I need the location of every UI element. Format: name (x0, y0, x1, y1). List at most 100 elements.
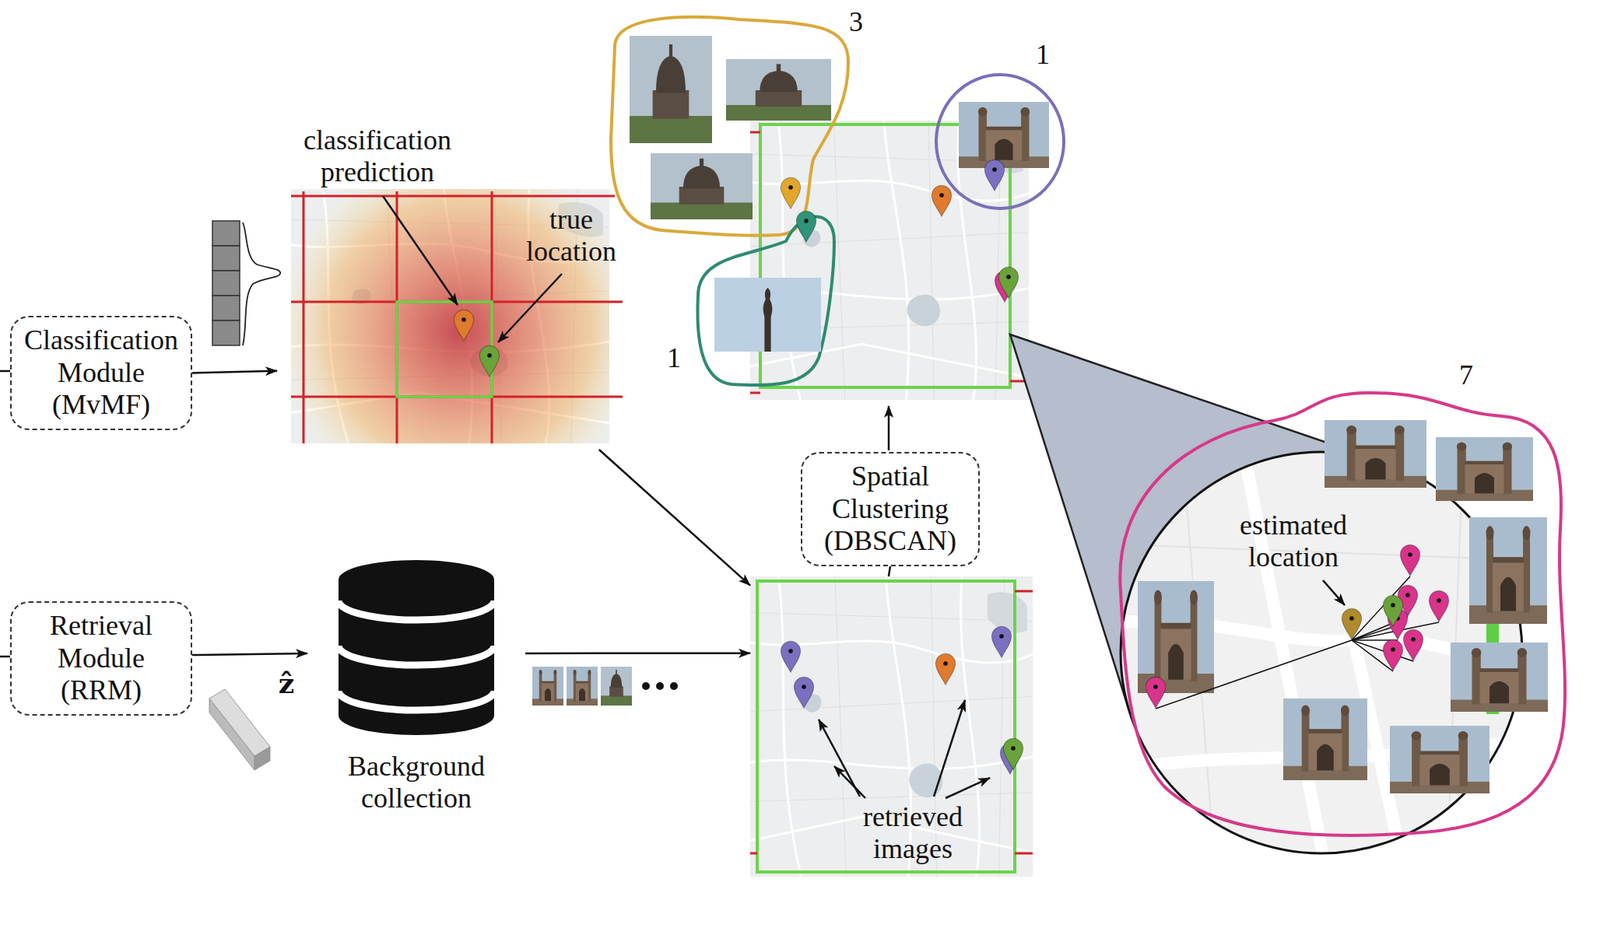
node-label: true location (508, 203, 634, 269)
cluster-thumbnails (714, 277, 822, 352)
histogram-icon (212, 221, 281, 346)
node-label: estimated location (1207, 509, 1379, 575)
retrieved-thumbnails (656, 682, 664, 691)
pink-thumbnails (1389, 726, 1490, 794)
retrieved-map (933, 700, 965, 797)
node-label: retrieved images (827, 801, 999, 867)
database-icon (338, 560, 495, 736)
retrieved-map (991, 626, 1011, 658)
pink-thumbnails (1469, 517, 1548, 625)
cluster-outlines (610, 17, 849, 236)
histogram-icon (212, 295, 240, 321)
cluster-pins (984, 159, 1004, 191)
retrieved-map (1014, 590, 1033, 593)
database-icon (338, 560, 495, 600)
connector (192, 653, 308, 656)
retrieved-map (780, 641, 800, 673)
prediction-map (276, 148, 643, 515)
embedding-icon (209, 689, 271, 771)
cluster-outlines (697, 217, 835, 386)
retrieved-map (1003, 738, 1023, 770)
retrieved-map (750, 576, 1033, 878)
input-stubs (0, 656, 11, 659)
prediction-map (498, 273, 562, 343)
input-stubs (0, 371, 11, 657)
database-icon (338, 600, 495, 711)
cluster-thumbnails (629, 35, 1050, 352)
database-node: Background collection (307, 556, 526, 825)
cluster-pins (780, 159, 1018, 302)
zoom-pins (1428, 590, 1449, 622)
pink-cluster-outline (1119, 392, 1565, 836)
module-box: Classification Module (MvMF) (10, 315, 193, 431)
cluster-thumbnails (726, 59, 832, 121)
cluster-pins (998, 266, 1018, 299)
zoom-pins (1400, 544, 1420, 576)
zoom-pins (1382, 639, 1403, 671)
zoom-pins (1382, 595, 1403, 627)
prediction-map (396, 301, 492, 397)
map-panel: classification predictiontrue location (277, 124, 646, 450)
zoom-pins (1145, 677, 1165, 709)
distance-lines (1155, 576, 1439, 709)
connector (525, 652, 751, 656)
histogram-icon (212, 221, 240, 246)
retrieved-thumbnails (532, 666, 564, 706)
retrieved-thumbnails (642, 682, 650, 691)
pink-thumbnails (1137, 581, 1215, 694)
retrieved-thumbnails (566, 666, 598, 706)
histogram-icon (242, 222, 281, 346)
cluster-count: 1 (627, 342, 721, 375)
cluster-count: 3 (809, 6, 903, 39)
cluster-outlines (936, 74, 1064, 209)
retrieved-map (834, 766, 866, 799)
module-label: Spatial Clustering (DBSCAN) (812, 460, 969, 558)
cluster-thumbnails (650, 153, 753, 220)
embedding-icon (209, 698, 255, 771)
pink-thumbnails (1137, 420, 1548, 794)
distance-lines (1351, 576, 1411, 641)
prediction-map (382, 196, 458, 306)
cluster-thumbnails (958, 101, 1050, 169)
pink-thumbnails (1283, 698, 1368, 781)
zoom-pins (1341, 608, 1362, 640)
pink-thumbnails (1324, 420, 1427, 488)
retrieved-map (757, 581, 1015, 873)
module-box: Retrieval Module (RRM) (10, 601, 193, 716)
database-icon (338, 645, 495, 666)
histogram-icon (212, 245, 240, 271)
cluster-map (887, 406, 891, 451)
module-label: Classification Module (MvMF) (21, 324, 181, 422)
cluster-map (750, 132, 1029, 393)
retrieved-map (818, 700, 990, 799)
zoom-pins (1403, 629, 1423, 661)
module-label: Retrieval Module (RRM) (21, 610, 181, 707)
pink-thumbnails (1450, 642, 1548, 713)
prediction-map (479, 345, 499, 377)
input-stubs (0, 370, 11, 373)
vector-symbol: ẑ (239, 667, 334, 700)
cluster-pins (796, 210, 816, 243)
connector (599, 449, 751, 586)
retrieved-thumbnails (670, 682, 678, 691)
retrieved-thumbnails (600, 666, 632, 706)
database-icon (338, 579, 495, 716)
cluster-count: 7 (1419, 359, 1513, 392)
connector (192, 371, 278, 374)
cluster-outlines (610, 17, 1064, 386)
distance-lines (1155, 640, 1352, 709)
retrieved-map (945, 778, 990, 799)
database-icon (338, 691, 495, 711)
retrieved-map (1014, 852, 1033, 856)
prediction-map (291, 189, 610, 444)
retrieved-map (793, 677, 814, 709)
prediction-map (291, 195, 615, 198)
map-panel: retrieved images (750, 576, 1033, 878)
retrieved-map (935, 653, 955, 685)
cluster-thumbnails (629, 35, 713, 144)
